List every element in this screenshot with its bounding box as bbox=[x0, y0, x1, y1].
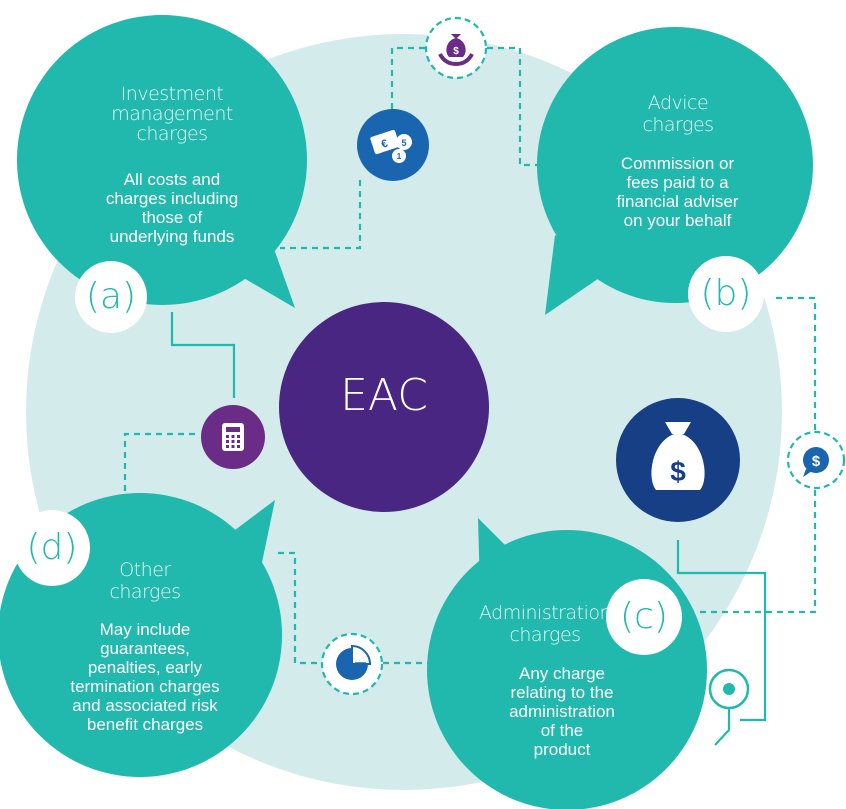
solid-connectors bbox=[170, 312, 767, 722]
body-line: benefit charges bbox=[86, 715, 204, 734]
bubble-investment bbox=[17, 15, 307, 308]
letter-d: (d) bbox=[26, 527, 78, 568]
bubble-advice bbox=[537, 27, 813, 315]
svg-text:€: € bbox=[380, 138, 390, 151]
title-line: charges bbox=[642, 114, 714, 136]
body-line: fees paid to a bbox=[626, 173, 729, 192]
connector-a-calculator bbox=[170, 312, 236, 398]
center-circle bbox=[279, 302, 489, 512]
body-line: of the bbox=[540, 721, 584, 740]
title-line: charges bbox=[509, 624, 581, 646]
body-line: All costs and bbox=[123, 170, 221, 189]
connector-right-upper bbox=[776, 296, 817, 430]
letter-circle-a bbox=[75, 261, 147, 333]
title-line: Investment bbox=[120, 83, 224, 105]
body-line: and associated risk bbox=[72, 696, 218, 715]
svg-text:$: $ bbox=[812, 453, 821, 470]
target-stem bbox=[714, 708, 731, 746]
other-title: Other charges bbox=[100, 559, 190, 603]
connector-right-lower bbox=[700, 490, 817, 614]
body-line: Any charge bbox=[519, 664, 605, 683]
letter-circle-b bbox=[688, 256, 764, 332]
target-dot-icon bbox=[708, 668, 750, 710]
body-line: penalties, early bbox=[87, 658, 203, 677]
administration-title: Administration charges bbox=[470, 602, 620, 646]
svg-text:$: $ bbox=[670, 456, 686, 487]
connector-top-right bbox=[487, 46, 545, 167]
body-line: financial adviser bbox=[616, 192, 739, 211]
body-line: May include bbox=[99, 620, 191, 639]
letter-c: (c) bbox=[620, 596, 668, 637]
investment-title: Investment management charges bbox=[92, 84, 252, 144]
pie-chart-icon bbox=[320, 632, 384, 696]
body-line: administration bbox=[509, 702, 615, 721]
advice-title: Advice charges bbox=[598, 92, 758, 136]
connector-calculator-left bbox=[123, 432, 195, 500]
title-line: management bbox=[111, 103, 233, 125]
body-line: underlying funds bbox=[109, 227, 235, 246]
calculator-icon bbox=[201, 405, 265, 469]
investment-body: All costs and charges including those of… bbox=[87, 170, 257, 246]
svg-text:5: 5 bbox=[401, 138, 406, 148]
letter-circle-d bbox=[14, 510, 90, 586]
connector-moneybag-target bbox=[676, 540, 767, 722]
title-line: Advice bbox=[647, 92, 709, 114]
body-line: guarantees, bbox=[100, 639, 190, 658]
letter-circle-c bbox=[606, 579, 682, 655]
body-line: Commission or bbox=[620, 154, 735, 173]
connector-top-left bbox=[390, 46, 425, 110]
advice-body: Commission or fees paid to a financial a… bbox=[585, 154, 770, 230]
money-bag-icon: $ bbox=[616, 398, 740, 522]
title-line: Other bbox=[119, 559, 171, 581]
center-label: EAC bbox=[340, 370, 428, 421]
connector-pie-left bbox=[278, 551, 320, 665]
body-line: product bbox=[533, 740, 591, 759]
title-line: Administration bbox=[478, 602, 612, 624]
body-line: termination charges bbox=[70, 677, 220, 696]
letter-b: (b) bbox=[700, 273, 752, 314]
body-line: charges including bbox=[105, 189, 239, 208]
body-line: on your behalf bbox=[623, 211, 732, 230]
svg-text:$: $ bbox=[453, 46, 459, 57]
dashed-connectors bbox=[123, 46, 817, 665]
title-line: charges bbox=[136, 123, 208, 145]
administration-body: Any charge relating to the administratio… bbox=[482, 664, 642, 759]
dollar-speech-bubble-icon: $ bbox=[786, 430, 846, 490]
letter-a: (a) bbox=[85, 276, 137, 317]
body-line: relating to the bbox=[510, 683, 614, 702]
money-bag-laurel-icon: $ bbox=[424, 16, 488, 80]
body-line: those of bbox=[141, 208, 203, 227]
other-body: May include guarantees, penalties, early… bbox=[50, 620, 240, 734]
banknotes-coins-icon: € 5 1 bbox=[357, 109, 429, 181]
svg-text:1: 1 bbox=[397, 152, 402, 161]
title-line: charges bbox=[109, 581, 181, 603]
connector-banknotes bbox=[280, 180, 362, 250]
